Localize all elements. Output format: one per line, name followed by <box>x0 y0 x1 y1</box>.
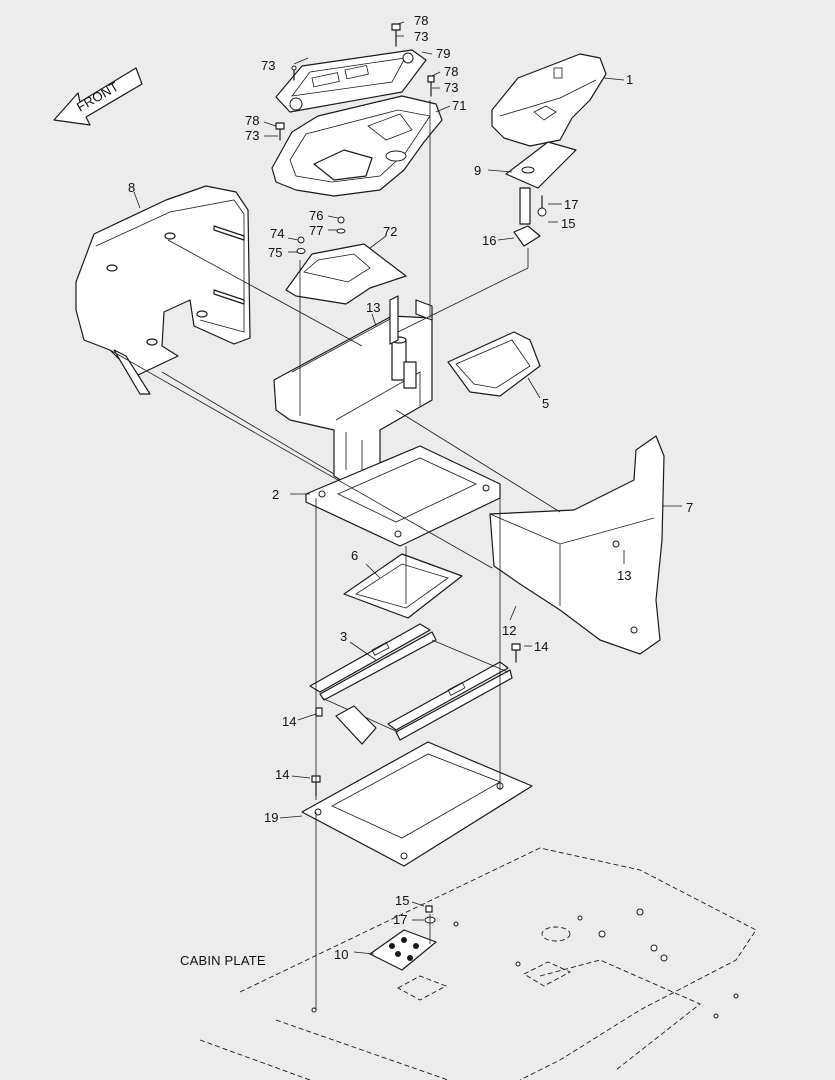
callout-3: 3 <box>340 629 347 644</box>
callout-15-lower: 15 <box>395 893 409 908</box>
callout-74: 74 <box>270 226 284 241</box>
callout-7: 7 <box>686 500 693 515</box>
callout-71: 71 <box>452 98 466 113</box>
part-3-slide-rails <box>309 623 513 745</box>
callout-78-c: 78 <box>245 113 259 128</box>
callout-16: 16 <box>482 233 496 248</box>
part-71-upper-cover <box>271 95 443 197</box>
callout-76: 76 <box>309 208 323 223</box>
callout-14-right: 14 <box>534 639 548 654</box>
callout-73-c: 73 <box>444 80 458 95</box>
callout-labels: 1 2 3 5 6 7 8 9 10 12 13 13 14 14 14 15 … <box>128 13 693 968</box>
callout-17-upper: 17 <box>564 197 578 212</box>
callout-13-top: 13 <box>366 300 380 315</box>
callout-9: 9 <box>474 163 481 178</box>
cabin-plate-outline <box>199 847 757 1080</box>
top-screws <box>275 23 435 141</box>
part-9-bracket <box>505 141 577 247</box>
callout-79: 79 <box>436 46 450 61</box>
part-8-left-cover <box>75 185 251 395</box>
callout-75: 75 <box>268 245 282 260</box>
callout-78-a: 78 <box>414 13 428 28</box>
callout-1: 1 <box>626 72 633 87</box>
callout-17-lower: 17 <box>393 912 407 927</box>
part-1-armrest <box>491 53 607 147</box>
callout-14-left: 14 <box>282 714 296 729</box>
callout-5: 5 <box>542 396 549 411</box>
callout-10: 10 <box>334 947 348 962</box>
callout-12: 12 <box>502 623 516 638</box>
leader-lines <box>133 21 682 955</box>
callout-2: 2 <box>272 487 279 502</box>
callout-14-lower: 14 <box>275 767 289 782</box>
callout-19: 19 <box>264 810 278 825</box>
front-arrow: FRONT <box>53 67 143 126</box>
part-6-gasket <box>343 553 463 619</box>
callout-77: 77 <box>309 223 323 238</box>
part-5-gasket <box>447 331 541 397</box>
assembly-lines <box>109 100 561 1010</box>
part-79-top-panel <box>275 49 427 113</box>
part-72-plate <box>285 243 407 305</box>
callout-73-b: 73 <box>261 58 275 73</box>
part-7-right-cover <box>489 435 665 655</box>
cabin-plate-label: CABIN PLATE <box>180 953 266 968</box>
console-frame <box>273 295 433 505</box>
callout-73-a: 73 <box>414 29 428 44</box>
callout-6: 6 <box>351 548 358 563</box>
callout-78-b: 78 <box>444 64 458 79</box>
callout-15-upper: 15 <box>561 216 575 231</box>
callout-8: 8 <box>128 180 135 195</box>
fasteners-74-77 <box>296 216 346 254</box>
part-10-grommet <box>369 905 437 971</box>
callout-13-right: 13 <box>617 568 631 583</box>
callout-73-d: 73 <box>245 128 259 143</box>
callout-72: 72 <box>383 224 397 239</box>
part-19-mounting-plate <box>301 741 533 867</box>
